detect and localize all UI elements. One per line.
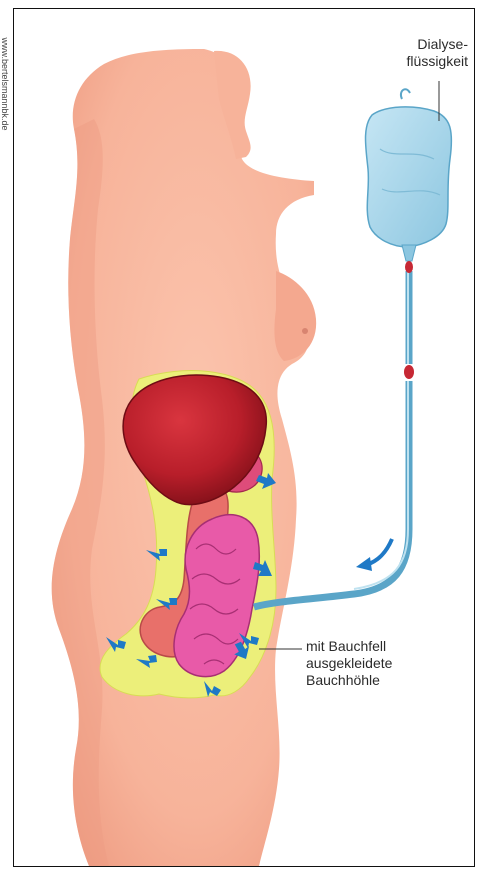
curved-arrow-icon	[356, 539, 392, 571]
peritoneal-cavity-label: mit Bauchfell ausgekleidete Bauchhöhle	[306, 638, 392, 689]
cavity-label-line1: mit Bauchfell	[306, 638, 392, 655]
tube-clamp-upper	[405, 261, 413, 273]
dialysis-label-line1: Dialyse-	[368, 36, 468, 53]
copyright-credit: www.bertelsmannbk.de	[0, 4, 11, 164]
bag-hook	[401, 89, 410, 99]
cavity-label-line3: Bauchhöhle	[306, 672, 392, 689]
dialysis-label-line2: flüssigkeit	[368, 53, 468, 70]
tube-highlight	[354, 271, 408, 589]
cavity-label-line2: ausgekleidete	[306, 655, 392, 672]
bag-neck	[402, 245, 416, 261]
tube-clamp-middle	[404, 365, 414, 379]
bag-body	[366, 107, 452, 247]
illustration-frame: Dialyse- flüssigkeit mit Bauchfell ausge…	[13, 8, 475, 867]
peritoneal-dialysis-illustration	[14, 9, 474, 866]
nipple	[302, 328, 308, 334]
breast	[274, 271, 316, 361]
credit-text: www.bertelsmannbk.de	[0, 37, 10, 130]
dialysis-fluid-label: Dialyse- flüssigkeit	[368, 36, 468, 70]
